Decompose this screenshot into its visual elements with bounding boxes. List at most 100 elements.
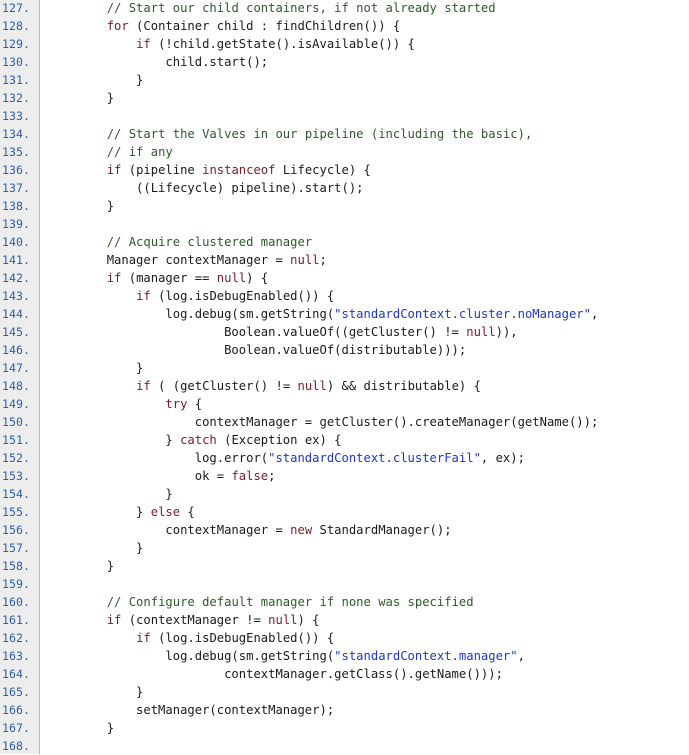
code-token: }: [48, 361, 144, 375]
code-line: 132. }: [0, 89, 689, 107]
string-token: "standardContext.clusterFail": [268, 451, 481, 465]
code-line: 134. // Start the Valves in our pipeline…: [0, 125, 689, 143]
line-number: 140.: [2, 235, 30, 249]
line-number: 150.: [2, 415, 30, 429]
code-text: // Acquire clustered manager: [48, 233, 312, 251]
line-number: 148.: [2, 379, 30, 393]
keyword-token: if: [136, 379, 151, 393]
code-token: (Exception ex) {: [216, 433, 342, 447]
code-line: 161. if (contextManager != null) {: [0, 611, 689, 629]
code-token: [48, 19, 107, 33]
code-token: {: [187, 397, 203, 411]
line-number: 145.: [2, 325, 30, 339]
code-token: ((Lifecycle) pipeline).start();: [48, 181, 364, 195]
code-token: [48, 127, 107, 141]
code-token: Manager contextManager =: [48, 253, 291, 267]
line-number: 132.: [2, 91, 30, 105]
code-line: 137. ((Lifecycle) pipeline).start();: [0, 179, 689, 197]
code-token: }: [48, 73, 144, 87]
code-token: {: [180, 505, 195, 519]
code-line: 139.: [0, 215, 689, 233]
keyword-token: try: [165, 397, 188, 411]
line-number: 136.: [2, 163, 30, 177]
code-token: }: [48, 487, 173, 501]
code-line: 130. child.start();: [0, 53, 689, 71]
keyword-token: if: [106, 613, 122, 627]
line-number: 165.: [2, 685, 30, 699]
code-token: [48, 163, 107, 177]
line-number: 127.: [2, 1, 30, 15]
code-line: 135. // if any: [0, 143, 689, 161]
code-token: (log.isDebugEnabled()) {: [150, 631, 335, 645]
code-token: ;: [268, 469, 276, 483]
code-token: contextManager =: [48, 523, 291, 537]
code-text: log.debug(sm.getString("standardContext.…: [48, 647, 525, 665]
code-text: }: [48, 719, 114, 737]
code-token: }: [48, 505, 151, 519]
line-number: 130.: [2, 55, 30, 69]
line-number: 138.: [2, 199, 30, 213]
code-line: 131. }: [0, 71, 689, 89]
code-token: [48, 235, 107, 249]
code-text: contextManager.getClass().getName()));: [48, 665, 503, 683]
code-line: 150. contextManager = getCluster().creat…: [0, 413, 689, 431]
line-number: 153.: [2, 469, 30, 483]
code-token: [48, 613, 107, 627]
code-token: ,: [517, 649, 525, 663]
keyword-token: if: [136, 289, 151, 303]
keyword-token: if: [106, 163, 122, 177]
line-number: 167.: [2, 721, 30, 735]
code-text: child.start();: [48, 53, 268, 71]
code-line: 164. contextManager.getClass().getName()…: [0, 665, 689, 683]
code-line: 168.: [0, 737, 689, 755]
code-token: }: [48, 433, 181, 447]
keyword-token: if: [136, 37, 151, 51]
code-line: 143. if (log.isDebugEnabled()) {: [0, 287, 689, 305]
code-line: 140. // Acquire clustered manager: [0, 233, 689, 251]
code-text: }: [48, 197, 114, 215]
keyword-token: catch: [180, 433, 217, 447]
code-text: try {: [48, 395, 202, 413]
code-line: 157. }: [0, 539, 689, 557]
code-token: ok =: [48, 469, 232, 483]
line-number: 131.: [2, 73, 30, 87]
code-text: }: [48, 485, 173, 503]
code-line: 128. for (Container child : findChildren…: [0, 17, 689, 35]
code-text: } else {: [48, 503, 195, 521]
code-line: 160. // Configure default manager if non…: [0, 593, 689, 611]
code-token: }: [48, 541, 144, 555]
code-line: 156. contextManager = new StandardManage…: [0, 521, 689, 539]
code-text: if (contextManager != null) {: [48, 611, 320, 629]
code-token: ,: [590, 307, 599, 321]
code-token: (!child.getState().isAvailable()) {: [150, 37, 415, 51]
code-line: 127. // Start our child containers, if n…: [0, 0, 689, 17]
code-text: }: [48, 683, 143, 701]
keyword-token: null: [466, 325, 496, 339]
line-number: 157.: [2, 541, 30, 555]
keyword-token: if: [136, 631, 151, 645]
string-token: "standardContext.cluster.noManager": [334, 307, 591, 321]
code-token: [48, 37, 136, 51]
code-token: }: [48, 91, 115, 105]
code-line: 147. }: [0, 359, 689, 377]
code-token: [48, 379, 136, 393]
code-line: 136. if (pipeline instanceof Lifecycle) …: [0, 161, 689, 179]
code-line: 162. if (log.isDebugEnabled()) {: [0, 629, 689, 647]
code-text: contextManager = new StandardManager();: [48, 521, 451, 539]
code-text: }: [48, 71, 143, 89]
line-number: 128.: [2, 19, 30, 33]
code-token: [48, 289, 136, 303]
code-text: if (log.isDebugEnabled()) {: [48, 629, 334, 647]
code-text: log.debug(sm.getString("standardContext.…: [48, 305, 598, 323]
line-number: 155.: [2, 505, 30, 519]
code-text: // if any: [48, 143, 173, 161]
code-line: 142. if (manager == null) {: [0, 269, 689, 287]
code-line: 152. log.error("standardContext.clusterF…: [0, 449, 689, 467]
line-number: 141.: [2, 253, 30, 267]
code-text: ok = false;: [48, 467, 276, 485]
code-text: log.error("standardContext.clusterFail",…: [48, 449, 525, 467]
code-token: [48, 631, 136, 645]
code-token: ( (getCluster() !=: [150, 379, 298, 393]
code-line: 138. }: [0, 197, 689, 215]
line-number: 166.: [2, 703, 30, 717]
